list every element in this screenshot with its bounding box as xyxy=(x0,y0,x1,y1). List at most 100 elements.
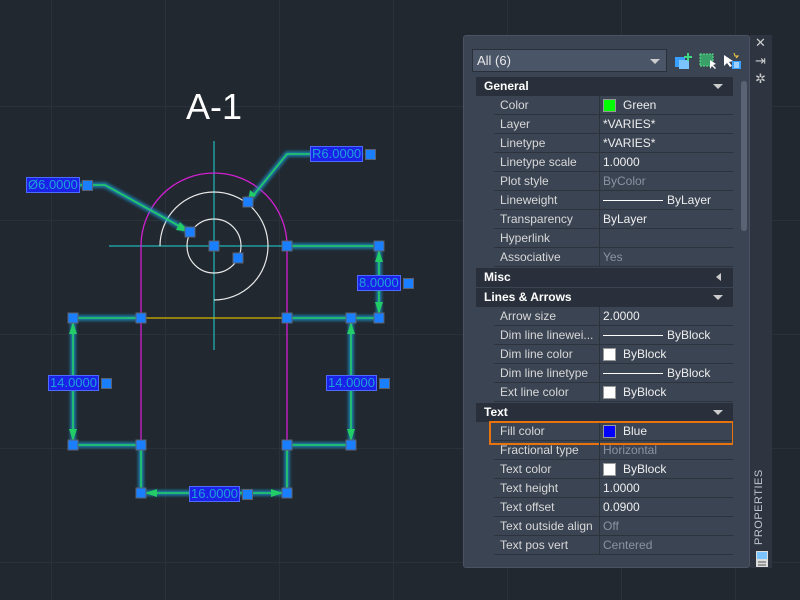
property-value[interactable]: ByBlock xyxy=(600,345,733,363)
section-lines-arrows[interactable]: Lines & Arrows xyxy=(476,288,733,307)
property-value[interactable]: 0.0900 xyxy=(600,498,733,516)
dim-vertical-top[interactable]: 8.0000 xyxy=(357,275,414,291)
property-value-text: *VARIES* xyxy=(603,136,656,150)
grip[interactable] xyxy=(365,149,377,160)
collapse-icon[interactable] xyxy=(713,84,723,89)
property-value[interactable]: ByBlock xyxy=(600,460,733,478)
property-row-linetype[interactable]: Linetype*VARIES* xyxy=(494,134,733,153)
property-value[interactable]: Green xyxy=(600,96,733,114)
property-value[interactable]: 2.0000 xyxy=(600,307,733,325)
section-title: Text xyxy=(484,405,508,419)
dim-left-height[interactable]: 14.0000 xyxy=(48,375,112,391)
property-value[interactable]: ByLayer xyxy=(600,210,733,228)
property-value[interactable]: ByBlock xyxy=(600,364,733,382)
property-value: Horizontal xyxy=(600,441,733,459)
property-value[interactable] xyxy=(600,229,733,247)
inner-circle[interactable] xyxy=(186,218,242,274)
property-row-dim-line-linewei-[interactable]: Dim line linewei... ByBlock xyxy=(494,326,733,345)
property-value-text: ByColor xyxy=(603,174,646,188)
property-value-text: 1.0000 xyxy=(603,481,640,495)
property-value-text: 2.0000 xyxy=(603,309,640,323)
dim-text: 14.0000 xyxy=(328,375,375,390)
grip[interactable] xyxy=(242,489,253,500)
outer-arc[interactable] xyxy=(159,191,269,301)
property-label: Associative xyxy=(494,248,600,266)
property-value[interactable]: 1.0000 xyxy=(600,479,733,497)
selection-dropdown[interactable]: All (6) xyxy=(472,49,667,72)
dim-text: Ø6.0000 xyxy=(28,177,78,192)
auto-hide-icon[interactable]: ⇥ xyxy=(755,53,766,68)
collapse-icon[interactable] xyxy=(713,295,723,300)
property-value-text: Green xyxy=(623,98,657,112)
dimension-lines[interactable] xyxy=(72,153,380,494)
section-misc[interactable]: Misc xyxy=(476,268,733,287)
property-label: Text color xyxy=(494,460,600,478)
property-value: Yes xyxy=(600,248,733,266)
property-value[interactable]: ByBlock xyxy=(600,383,733,401)
dim-text: 8.0000 xyxy=(359,275,399,290)
property-value[interactable]: ByLayer xyxy=(600,191,733,209)
property-label: Lineweight xyxy=(494,191,600,209)
dim-diameter[interactable]: Ø6.0000 xyxy=(26,177,93,193)
dim-bottom-width[interactable]: 16.0000 xyxy=(189,486,253,502)
property-value-text: ByBlock xyxy=(667,328,711,342)
property-label: Transparency xyxy=(494,210,600,228)
property-value-text: Blue xyxy=(623,424,648,438)
section-general[interactable]: General xyxy=(476,77,733,96)
section-title: Lines & Arrows xyxy=(484,290,572,304)
settings-icon[interactable]: ✲ xyxy=(755,71,766,86)
property-value[interactable]: Blue xyxy=(600,422,733,440)
quick-select-icon[interactable] xyxy=(722,52,742,70)
property-value[interactable]: *VARIES* xyxy=(600,134,733,152)
color-swatch xyxy=(603,424,616,438)
dim-right-height[interactable]: 14.0000 xyxy=(326,375,390,391)
line-sample xyxy=(603,334,663,336)
dim-radius[interactable]: R6.0000 xyxy=(310,146,377,162)
toggle-pickadd-icon[interactable] xyxy=(674,52,694,70)
grip[interactable] xyxy=(402,278,414,289)
property-value[interactable]: ByBlock xyxy=(600,326,733,344)
property-label: Text height xyxy=(494,479,600,497)
grips[interactable] xyxy=(67,196,385,499)
property-row-layer[interactable]: Layer*VARIES* xyxy=(494,115,733,134)
grip[interactable] xyxy=(379,378,390,389)
grip[interactable] xyxy=(81,180,93,191)
grip[interactable] xyxy=(101,378,112,389)
property-label: Dim line linewei... xyxy=(494,326,600,344)
select-objects-icon[interactable] xyxy=(698,52,718,70)
property-value[interactable]: 1.0000 xyxy=(600,153,733,171)
property-label: Text pos vert xyxy=(494,536,600,554)
scrollbar[interactable] xyxy=(741,81,747,231)
collapse-icon[interactable] xyxy=(713,410,723,415)
property-value[interactable]: *VARIES* xyxy=(600,115,733,133)
property-value-text: ByLayer xyxy=(603,212,648,226)
section-text[interactable]: Text xyxy=(476,403,733,422)
drawing-title: A-1 xyxy=(186,86,243,127)
dim-text: R6.0000 xyxy=(312,146,362,161)
properties-icon[interactable] xyxy=(756,551,768,567)
part-outline[interactable] xyxy=(140,172,288,445)
property-row-hyperlink[interactable]: Hyperlink xyxy=(494,229,733,248)
close-icon[interactable]: ✕ xyxy=(755,35,766,50)
property-value-text: ByBlock xyxy=(623,385,667,399)
expand-icon[interactable] xyxy=(716,273,721,281)
